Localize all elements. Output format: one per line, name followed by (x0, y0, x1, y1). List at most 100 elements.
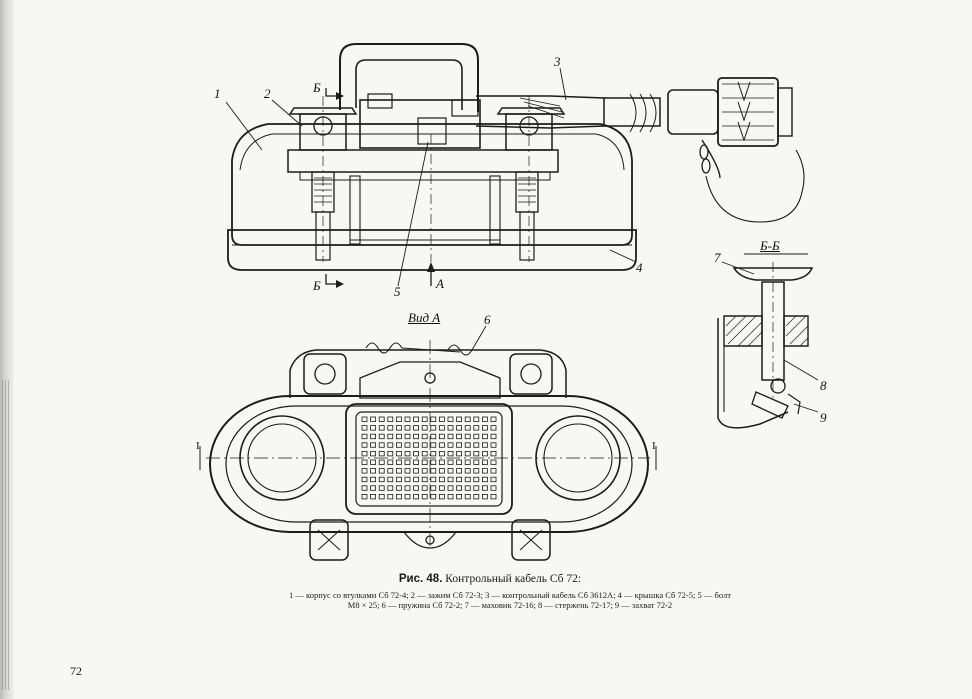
connector-pin (490, 425, 497, 431)
connector-pin (464, 459, 471, 465)
connector-pin (447, 433, 454, 440)
connector-pin (413, 459, 420, 465)
connector-pin (456, 416, 463, 422)
callout-3: 3 (554, 54, 561, 69)
connector-pin (395, 442, 402, 448)
connector-pin (413, 476, 420, 483)
connector-pin (378, 442, 385, 448)
connector-pin (404, 485, 411, 491)
connector-pin (413, 416, 420, 422)
callout-5: 5 (394, 284, 401, 299)
connector-pin (421, 442, 428, 448)
connector-pin (438, 416, 445, 422)
callout-7: 7 (714, 250, 721, 265)
connector-pin (370, 459, 377, 465)
page-binding-edge (0, 0, 14, 699)
connector-pin (361, 425, 368, 431)
connector-pin (456, 442, 463, 448)
connector-pin (447, 468, 454, 474)
callout-2: 2 (264, 86, 271, 101)
connector-pin (387, 493, 394, 500)
connector-pin (361, 450, 368, 457)
side-elevation-view (225, 43, 805, 288)
connector-pin (395, 450, 402, 457)
connector-pin (378, 450, 385, 457)
connector-pin (430, 485, 437, 491)
connector-pin (473, 433, 480, 440)
callout-9: 9 (820, 410, 827, 425)
connector-pin (473, 476, 480, 483)
connector-pin (490, 485, 497, 491)
connector-pin (370, 468, 377, 474)
connector-pin (490, 416, 497, 422)
connector-pin (464, 433, 471, 440)
connector-pin (413, 485, 420, 491)
connector-pin (395, 459, 402, 465)
connector-pin (464, 468, 471, 474)
connector-pin (387, 416, 394, 422)
connector-pin (421, 476, 428, 483)
section-mark-i-right: I (652, 440, 656, 452)
connector-pin (456, 450, 463, 457)
connector-pin (447, 450, 454, 457)
callout-1: 1 (214, 86, 221, 101)
connector-pin (473, 468, 480, 474)
connector-pin (430, 493, 437, 500)
connector-pin (456, 476, 463, 483)
connector-pin (370, 450, 377, 457)
connector-pin (430, 425, 437, 431)
connector-pin (361, 433, 368, 440)
connector-pin (490, 493, 497, 500)
callout-4: 4 (636, 260, 643, 275)
connector-pin-grid (361, 416, 497, 500)
connector-pin (378, 485, 385, 491)
connector-pin (430, 468, 437, 474)
connector-pin (387, 459, 394, 465)
connector-pin (447, 476, 454, 483)
page-number: 72 (70, 664, 82, 678)
connector-pin (387, 468, 394, 474)
view-a-title: Вид А (408, 310, 441, 325)
connector-pin (438, 433, 445, 440)
connector-pin (438, 476, 445, 483)
connector-pin (387, 485, 394, 491)
connector-pin (490, 433, 497, 440)
connector-pin (395, 433, 402, 440)
connector-pin (464, 476, 471, 483)
connector-pin (438, 485, 445, 491)
connector-pin (361, 459, 368, 465)
connector-pin (413, 493, 420, 500)
connector-pin (490, 476, 497, 483)
connector-pin (404, 425, 411, 431)
connector-pin (404, 416, 411, 422)
connector-pin (464, 450, 471, 457)
connector-pin (378, 416, 385, 422)
section-mark-b-top: Б (313, 80, 321, 95)
connector-pin (387, 450, 394, 457)
connector-pin (464, 416, 471, 422)
connector-pin (404, 459, 411, 465)
connector-pin (456, 485, 463, 491)
connector-pin (395, 476, 402, 483)
figure-legend: 1 — корпус со втулками Сб 72-4; 2 — зажи… (240, 590, 780, 610)
connector-pin (481, 476, 488, 483)
connector-pin (361, 416, 368, 422)
connector-pin (395, 416, 402, 422)
figure-title: Контрольный кабель Сб 72: (445, 573, 582, 585)
connector-pin (421, 416, 428, 422)
callout-8: 8 (820, 378, 827, 393)
connector-pin (378, 476, 385, 483)
connector-pin (421, 425, 428, 431)
connector-pin (456, 468, 463, 474)
connector-pin (387, 476, 394, 483)
connector-pin (438, 493, 445, 500)
connector-pin (404, 433, 411, 440)
connector-pin (378, 459, 385, 465)
connector-pin (456, 425, 463, 431)
connector-pin (438, 468, 445, 474)
connector-pin (490, 450, 497, 457)
connector-pin (370, 485, 377, 491)
connector-pin (473, 450, 480, 457)
connector-pin (473, 442, 480, 448)
connector-pin (481, 450, 488, 457)
